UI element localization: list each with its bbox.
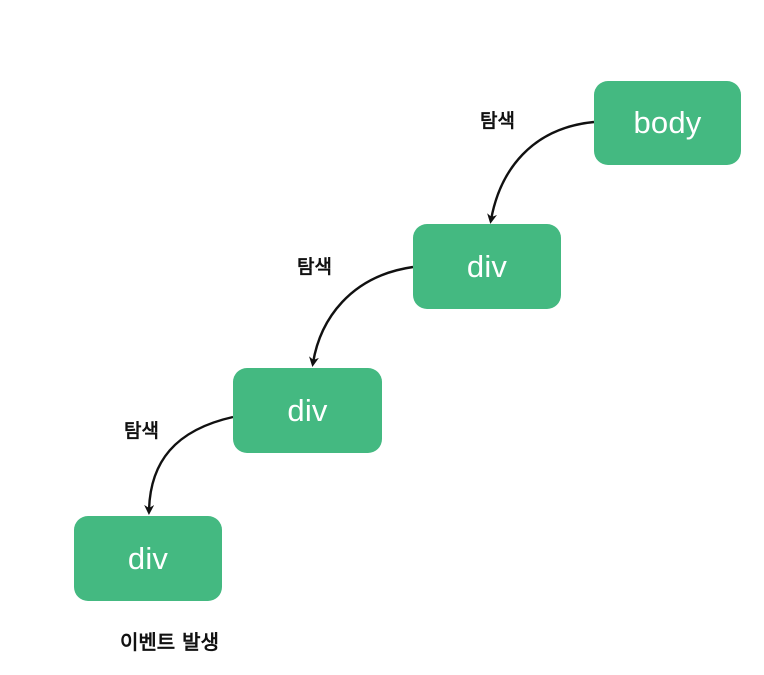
event-caption: 이벤트 발생 bbox=[120, 630, 219, 654]
edge-div1-to-div2 bbox=[309, 265, 414, 367]
node-div-level-2-label: div bbox=[287, 392, 328, 428]
node-div-level-1: div bbox=[413, 224, 561, 309]
edge-label-3: 탐색 bbox=[124, 420, 159, 442]
node-body-label: body bbox=[633, 105, 702, 140]
edge-body-to-div1 bbox=[487, 120, 595, 224]
node-body: body bbox=[594, 81, 741, 165]
edge-div2-to-div3 bbox=[144, 415, 234, 515]
node-div-level-2: div bbox=[233, 368, 382, 453]
node-div-level-1-label: div bbox=[466, 248, 508, 284]
edge-label-1: 탐색 bbox=[480, 110, 515, 132]
edge-label-2: 탐색 bbox=[297, 256, 332, 278]
node-div-target-label: div bbox=[127, 540, 169, 576]
node-div-target: div bbox=[74, 516, 222, 601]
